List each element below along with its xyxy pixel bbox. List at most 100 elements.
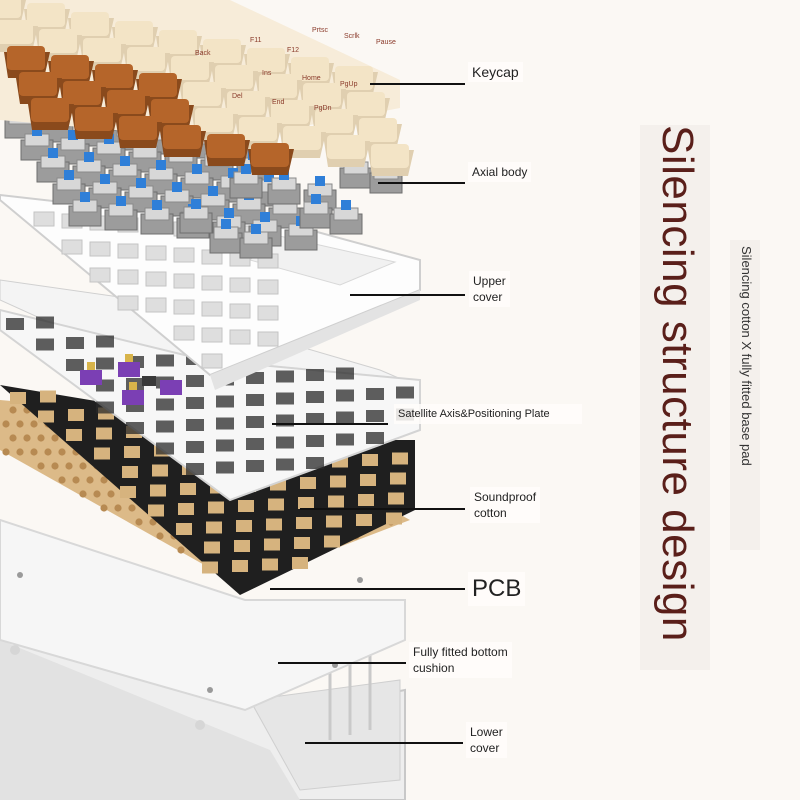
- plate-cutout: [306, 457, 324, 469]
- label-soundproof-cotton: Soundproof cotton: [470, 487, 541, 523]
- plate-cutout: [216, 395, 234, 408]
- switch: [179, 199, 213, 234]
- cover-cutout: [173, 273, 195, 289]
- pcb-cutout: [124, 446, 140, 458]
- leader-pcb: [270, 588, 465, 590]
- cover-cutout: [117, 243, 139, 259]
- cotton-hole: [177, 546, 185, 554]
- switch: [329, 200, 363, 235]
- switch: [239, 224, 273, 259]
- keycap: [28, 98, 74, 130]
- plate-cutout: [306, 391, 324, 403]
- pcb-cutout: [208, 501, 224, 514]
- title-panel: Silencing structure design: [640, 125, 710, 670]
- plate-cutout: [36, 338, 54, 351]
- plate-cutout: [396, 386, 414, 399]
- cotton-hole: [37, 462, 45, 470]
- keycap: [204, 134, 250, 166]
- cotton-hole: [114, 504, 122, 512]
- cover-cutout: [117, 295, 139, 311]
- pcb-cutout: [386, 512, 402, 525]
- pcb-cutout: [234, 540, 250, 552]
- pcb-cutout: [264, 538, 280, 551]
- cover-cutout: [89, 267, 111, 283]
- plate-cutout: [186, 375, 204, 387]
- switch: [68, 192, 102, 227]
- pcb-cutout: [122, 466, 138, 478]
- leader-soundproof-cotton: [300, 508, 465, 510]
- keycap-legend: Back: [195, 50, 211, 57]
- plate-cutout: [336, 411, 354, 424]
- plate-cutout: [156, 398, 174, 411]
- subtitle-panel: Silencing cotton X fully fitted base pad: [730, 240, 760, 550]
- cotton-hole: [2, 448, 10, 456]
- cotton-hole: [16, 420, 24, 428]
- pcb-cutout: [180, 483, 196, 495]
- pcb-cutout: [356, 514, 372, 526]
- label-upper-cover: Upper cover: [469, 271, 510, 307]
- pcb-cutout: [96, 427, 112, 440]
- keycap: [4, 46, 50, 78]
- cotton-hole: [51, 434, 59, 442]
- keycap-legend: Pause: [376, 39, 396, 46]
- plate-cutout: [246, 372, 264, 384]
- switch: [20, 126, 54, 161]
- cover-cutout: [201, 275, 223, 291]
- leader-upper-cover: [350, 294, 465, 296]
- cover-cutout: [257, 331, 279, 347]
- pcb-cutout: [232, 560, 248, 572]
- keycap-legend: PgUp: [340, 81, 358, 88]
- plate-cutout: [276, 458, 294, 471]
- keycap: [160, 125, 206, 157]
- cotton-hole: [72, 476, 80, 484]
- cotton-hole: [135, 518, 143, 526]
- cover-cutout: [61, 239, 83, 255]
- pcb-cutout: [358, 494, 374, 506]
- cotton-hole: [86, 476, 94, 484]
- pcb-cutout: [300, 477, 316, 489]
- keycap: [324, 135, 370, 167]
- plate-cutout: [126, 422, 144, 434]
- cotton-hole: [23, 434, 31, 442]
- label-bottom-cushion: Fully fitted bottom cushion: [409, 642, 512, 678]
- plate-cutout: [276, 392, 294, 405]
- leader-bottom-cushion: [278, 662, 406, 664]
- cover-cutout: [229, 329, 251, 345]
- pcb-cutout: [324, 535, 340, 548]
- cotton-hole: [79, 490, 87, 498]
- pcb-cutout: [388, 492, 404, 505]
- plate-cutout: [36, 316, 54, 329]
- pcb-cutout: [328, 495, 344, 508]
- plate-cutout: [96, 335, 114, 348]
- cover-cutout: [173, 325, 195, 341]
- label-lower-cover: Lower cover: [466, 722, 507, 758]
- pcb-cutout: [10, 392, 26, 404]
- pcb-cutout: [238, 500, 254, 512]
- cover-cutout: [201, 353, 223, 369]
- plate-cutout: [306, 369, 324, 381]
- cover-cutout: [229, 277, 251, 293]
- plate-cutout: [96, 401, 114, 414]
- plate-cutout: [186, 441, 204, 453]
- page-subtitle: Silencing cotton X fully fitted base pad: [739, 246, 754, 466]
- keycap-legend: Del: [232, 93, 243, 100]
- plate-cutout: [186, 419, 204, 431]
- cotton-hole: [100, 476, 108, 484]
- cover-cutout: [117, 269, 139, 285]
- plate-cutout: [366, 410, 384, 422]
- plate-cutout: [366, 432, 384, 444]
- pcb-cutout: [236, 520, 252, 532]
- cotton-hole: [156, 532, 164, 540]
- label-axial-body: Axial body: [468, 162, 532, 182]
- pcb-cutout: [68, 409, 84, 421]
- keycap-legend: End: [272, 99, 285, 106]
- cotton-hole: [44, 448, 52, 456]
- plate-cutout: [336, 367, 354, 380]
- keycap-legend: F11: [250, 37, 262, 44]
- plate-cutout: [156, 442, 174, 455]
- plate-cutout: [336, 433, 354, 446]
- leader-positioning-plate: [272, 423, 388, 425]
- cover-cutout: [257, 305, 279, 321]
- pcb-cutout: [204, 541, 220, 554]
- leader-keycap: [370, 83, 465, 85]
